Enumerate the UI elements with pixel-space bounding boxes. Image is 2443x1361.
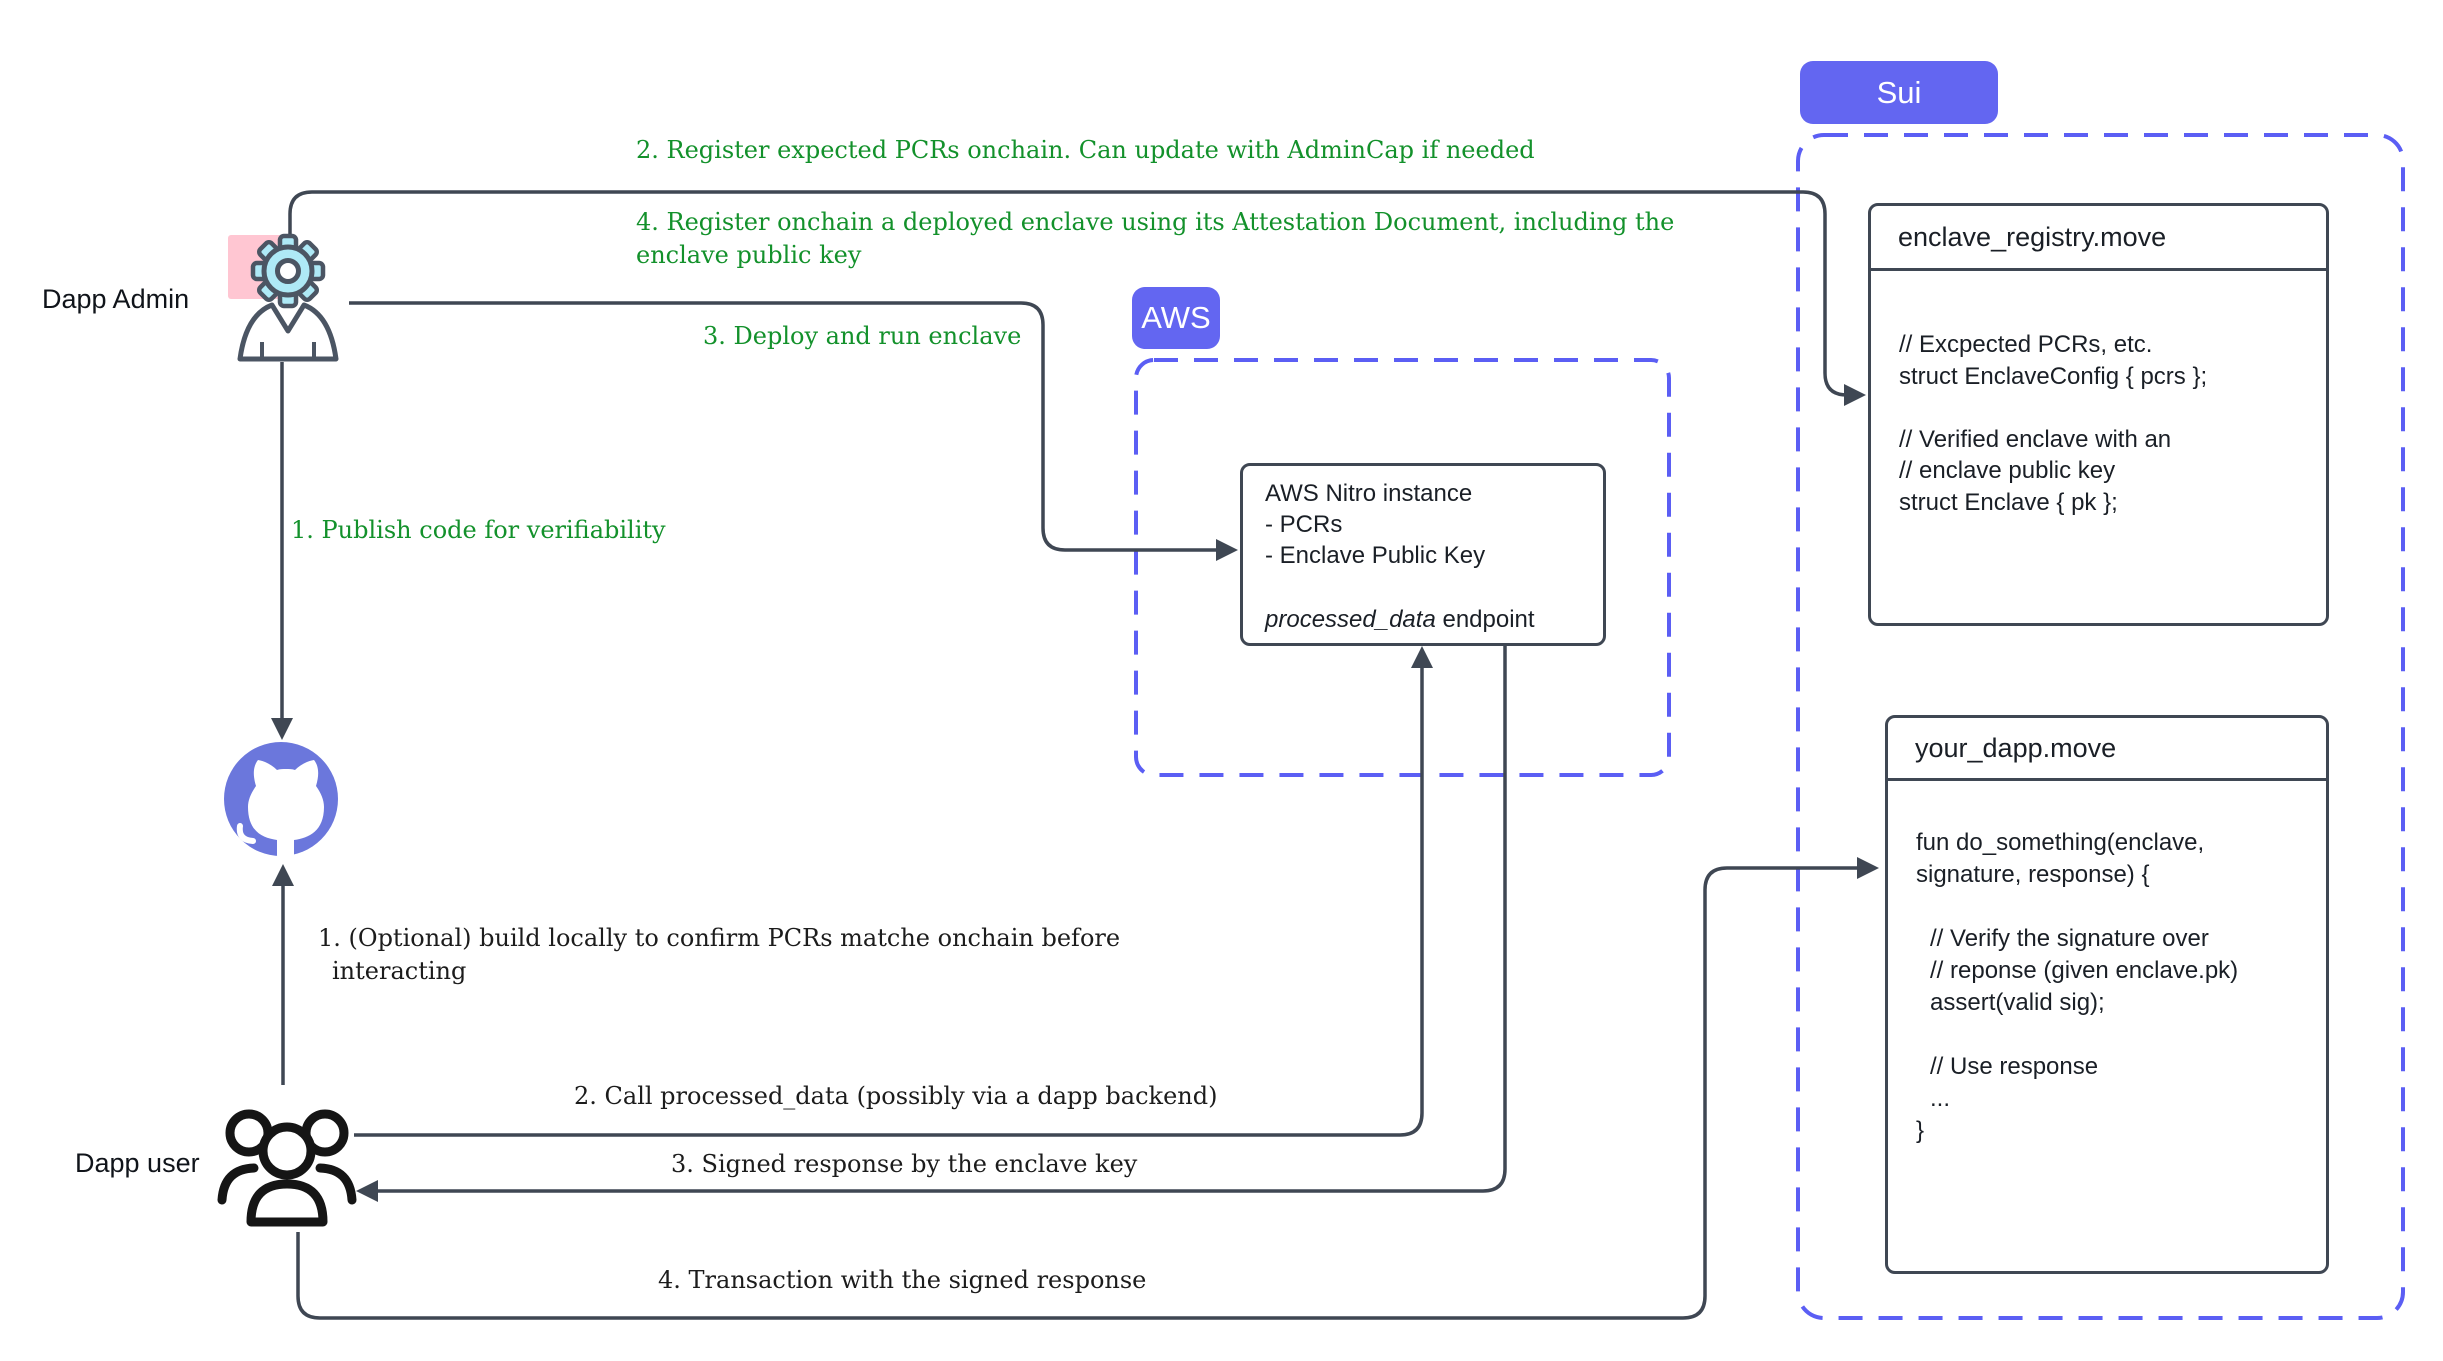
code-line: signature, response) { <box>1916 861 2150 888</box>
annotation-register-enclave-line1: 4. Register onchain a deployed enclave u… <box>636 208 1675 236</box>
nitro-endpoint-line: processed_data endpoint <box>1265 604 1535 635</box>
sui-blockchain-badge: Sui Blockchain <box>1800 61 1998 173</box>
users-group-icon <box>217 1109 357 1227</box>
arrowhead-into-registry <box>1844 384 1866 406</box>
user-front-head <box>258 1122 316 1180</box>
annotation-build-locally-line2: interacting <box>332 957 467 985</box>
arrowhead-into-github-bottom <box>272 864 294 886</box>
flow-admin-to-registry <box>288 190 1856 397</box>
code-line: // Excpected PCRs, etc. <box>1899 331 2153 358</box>
code-line: // Use response <box>1930 1053 2099 1080</box>
dapp-admin-label: Dapp Admin <box>42 284 190 314</box>
code-line: fun do_something(enclave, <box>1916 829 2205 856</box>
flow-nitro-to-user <box>374 641 1507 1193</box>
arrowhead-into-endpoint <box>1411 646 1433 668</box>
enclave-registry-box: enclave_registry.move // Excpected PCRs,… <box>1868 203 2329 626</box>
annotation-build-locally-line1: 1. (Optional) build locally to confirm P… <box>318 924 1121 952</box>
code-line: struct Enclave { pk }; <box>1899 488 2118 516</box>
admin-collar-lines <box>260 342 316 358</box>
github-octocat-mark <box>248 760 324 860</box>
nitro-item-key: - Enclave Public Key <box>1265 542 1486 569</box>
your-dapp-title: your_dapp.move <box>1888 718 2326 781</box>
nitro-endpoint-name: processed_data <box>1265 606 1436 633</box>
code-line <box>1916 1019 2326 1051</box>
flow-arrowheads <box>271 384 1879 1202</box>
code-line: // enclave public key <box>1899 457 2116 484</box>
your-dapp-box: your_dapp.move fun do_something(enclave,… <box>1885 715 2329 1274</box>
annotation-register-enclave-line2: enclave public key <box>636 241 862 269</box>
code-line: assert(valid sig); <box>1930 989 2105 1016</box>
annotation-transaction: 4. Transaction with the signed response <box>658 1266 1147 1294</box>
annotation-call-endpoint: 2. Call processed_data (possibly via a d… <box>574 1082 1218 1110</box>
aws-nitro-instance-box: AWS Nitro instance - PCRs - Enclave Publ… <box>1240 463 1606 646</box>
enclave-registry-code: // Excpected PCRs, etc. struct EnclaveCo… <box>1871 271 2326 518</box>
code-line: struct EnclaveConfig { pcrs }; <box>1899 362 2208 390</box>
flow-lines <box>280 190 1861 1320</box>
code-line: ... <box>1930 1085 1951 1112</box>
flow-user-to-dapp <box>296 866 1861 1320</box>
code-line <box>1899 392 2326 424</box>
annotation-build-locally: 1. (Optional) build locally to confirm P… <box>318 922 1120 988</box>
nitro-endpoint-rest: endpoint <box>1435 606 1535 633</box>
dapp-admin-icon <box>228 233 339 362</box>
your-dapp-code: fun do_something(enclave, signature, res… <box>1888 781 2326 1147</box>
code-line <box>1916 891 2326 923</box>
aws-badge: AWS <box>1132 287 1220 349</box>
user-back-left-shoulder <box>217 1163 259 1205</box>
code-line: } <box>1916 1117 1925 1144</box>
annotation-deploy: 3. Deploy and run enclave <box>703 322 1022 350</box>
admin-person-icon <box>237 302 339 362</box>
arrowhead-into-github-top <box>271 718 293 740</box>
github-tail <box>236 823 256 844</box>
flow-user-to-endpoint <box>354 666 1424 1137</box>
flow-admin-to-nitro <box>349 301 1226 552</box>
annotation-publish: 1. Publish code for verifiability <box>291 516 666 544</box>
arrowhead-into-nitro <box>1216 539 1238 561</box>
arrowhead-into-user <box>356 1180 378 1202</box>
aws-dashed-region <box>1134 358 1671 777</box>
github-octocat-icon <box>224 742 338 860</box>
arrowhead-into-dapp <box>1857 857 1879 879</box>
gear-icon <box>250 233 326 309</box>
annotation-signed-response: 3. Signed response by the enclave key <box>671 1150 1138 1178</box>
user-front-shoulder <box>246 1179 328 1227</box>
annotation-register-pcrs: 2. Register expected PCRs onchain. Can u… <box>636 136 1535 164</box>
dapp-user-label: Dapp user <box>75 1148 200 1178</box>
user-back-right-shoulder <box>315 1163 357 1205</box>
enclave-registry-title: enclave_registry.move <box>1871 206 2326 271</box>
code-line: // reponse (given enclave.pk) <box>1930 957 2239 984</box>
annotation-register-enclave: 4. Register onchain a deployed enclave u… <box>636 206 1674 272</box>
code-line: // Verified enclave with an <box>1899 425 2172 453</box>
sui-dashed-region <box>1796 133 2405 1320</box>
nitro-title: AWS Nitro instance <box>1265 480 1473 507</box>
nitro-item-pcrs: - PCRs <box>1265 511 1343 538</box>
code-line: // Verify the signature over <box>1930 925 2209 952</box>
